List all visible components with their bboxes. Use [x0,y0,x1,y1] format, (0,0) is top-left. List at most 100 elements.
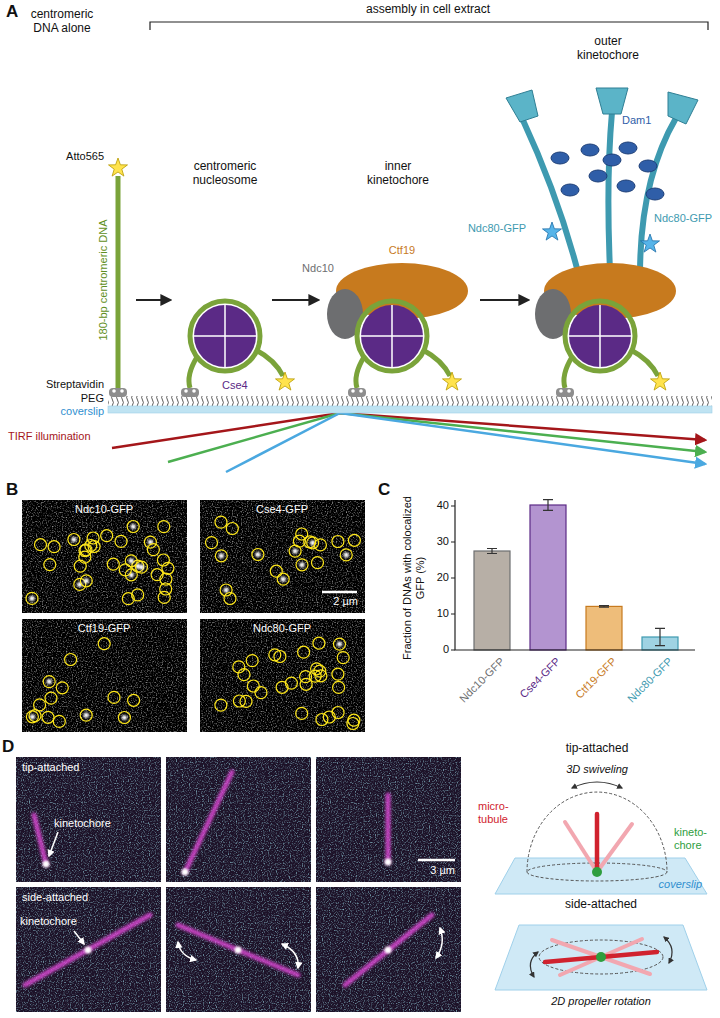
annotation-arrow [49,832,442,968]
dna-position-circle [151,569,163,581]
category-label: Ndc80-GFP [625,655,675,705]
dna-position-circle [323,711,335,723]
panel-title: tip-attached [22,761,79,774]
bar-chart [455,500,695,650]
micrograph-noise [16,757,161,882]
dam1-rings [646,188,664,200]
annotation-arrow [436,928,442,958]
streptavidin-anchor [112,389,571,393]
dna-position-circle [348,534,360,546]
cse4-nucleosome [357,301,427,371]
dna-position-circle [246,655,258,667]
illumination-label: TIRF illumination [8,430,91,443]
gfp-spot [293,549,298,554]
panel-letter: B [6,480,18,500]
panel-letter: D [2,737,14,757]
surface-label: coverslip [61,405,104,418]
dna-position-circle [296,707,308,719]
gfp-spot [30,714,35,719]
micrograph-background [200,619,365,732]
dna-position-circle [87,532,99,544]
microtubule-image [345,915,432,985]
gfp-spot [71,537,76,542]
side-attached-schematic [530,952,538,977]
side-attached-schematic [495,925,707,990]
micrograph-panel: Ndc80-GFP [200,619,365,732]
dna-position-circle [80,709,92,721]
bar-chart [451,500,695,650]
panel-letter: C [378,480,390,500]
gfp-spot [131,524,136,529]
kinetochore-spot [235,947,242,954]
micrograph-noise [22,500,365,732]
dna-position-circle [101,530,113,542]
microtubule-image [185,772,232,872]
dna-position-circle [122,593,134,605]
bar-chart [530,505,566,650]
dna-position-circle [252,549,264,561]
tip-attached-schematic [597,824,632,872]
schematic-label: coverslip [659,878,702,891]
micrograph-background [22,619,187,732]
surface-label: Streptavidin [46,378,104,391]
dna-position-circle [296,559,308,571]
kinetochore-spot [385,947,392,954]
stage-arrows [136,299,170,301]
dna-position-circle [247,680,259,692]
dam1-rings [619,142,637,154]
protein-label: Ndc80-GFP [654,212,712,225]
microtubule-image [25,772,432,985]
gfp-tag [543,222,660,252]
kinetochore-spot [43,861,50,868]
streptavidin-anchor [192,389,196,393]
schematic-title: tip-attached [566,742,629,756]
dam1-rings [603,154,621,166]
micrograph-noise [316,887,461,1012]
dna-position-circle [296,528,308,540]
side-attached-schematic [545,952,657,962]
scale-label: 2 µm [333,595,358,608]
dna-position-circle [240,695,252,707]
cse4-nucleosome [361,305,423,367]
dam1-rings [561,184,579,196]
dna-position-circle [333,681,345,693]
cse4-nucleosome [564,357,572,388]
dna-position-circle [277,573,289,585]
illumination-beams [226,413,705,472]
micrograph-background [316,757,461,882]
stage-label: centromeric DNA alone [22,8,102,36]
micrograph-panel: tip-attachedkinetochore [16,757,161,882]
surface [108,396,712,413]
dam1-rings [581,144,599,156]
gfp-spot [219,553,224,558]
cse4-nucleosome [423,350,450,376]
dna-position-circle [115,535,127,547]
bracket-label: assembly in cell extract [366,3,490,17]
category-label: Ctf19-GFP [573,655,619,701]
stage-arrows [272,299,318,301]
side-attached-schematic [495,925,707,990]
dna-position-circle [128,694,140,706]
stage-label: inner kinetochore [358,160,438,188]
side-attached-schematic [539,940,663,974]
protein-label: Ndc80-GFP [468,222,526,235]
dna-position-circle [269,649,281,661]
microtubule-image [178,925,298,975]
cse4-nucleosome [190,301,260,371]
streptavidin-anchor [109,388,127,397]
dna-position-circle [316,714,328,726]
micrograph-background [16,757,161,882]
dna-position-circle [44,559,56,571]
micrograph-background [166,757,311,882]
ndc80-fibers [506,90,538,122]
assembly-bracket [150,22,708,30]
dna-position-circle [340,549,352,561]
tick-label: 30 [437,535,449,548]
dna-position-circle [29,710,41,722]
streptavidin-anchor [559,389,563,393]
streptavidin-anchor [184,389,188,393]
cse4-nucleosome [256,350,283,376]
dna-position-circle [45,692,57,704]
annotation-label: kinetochore [20,915,77,928]
dna-position-circle [34,699,46,711]
